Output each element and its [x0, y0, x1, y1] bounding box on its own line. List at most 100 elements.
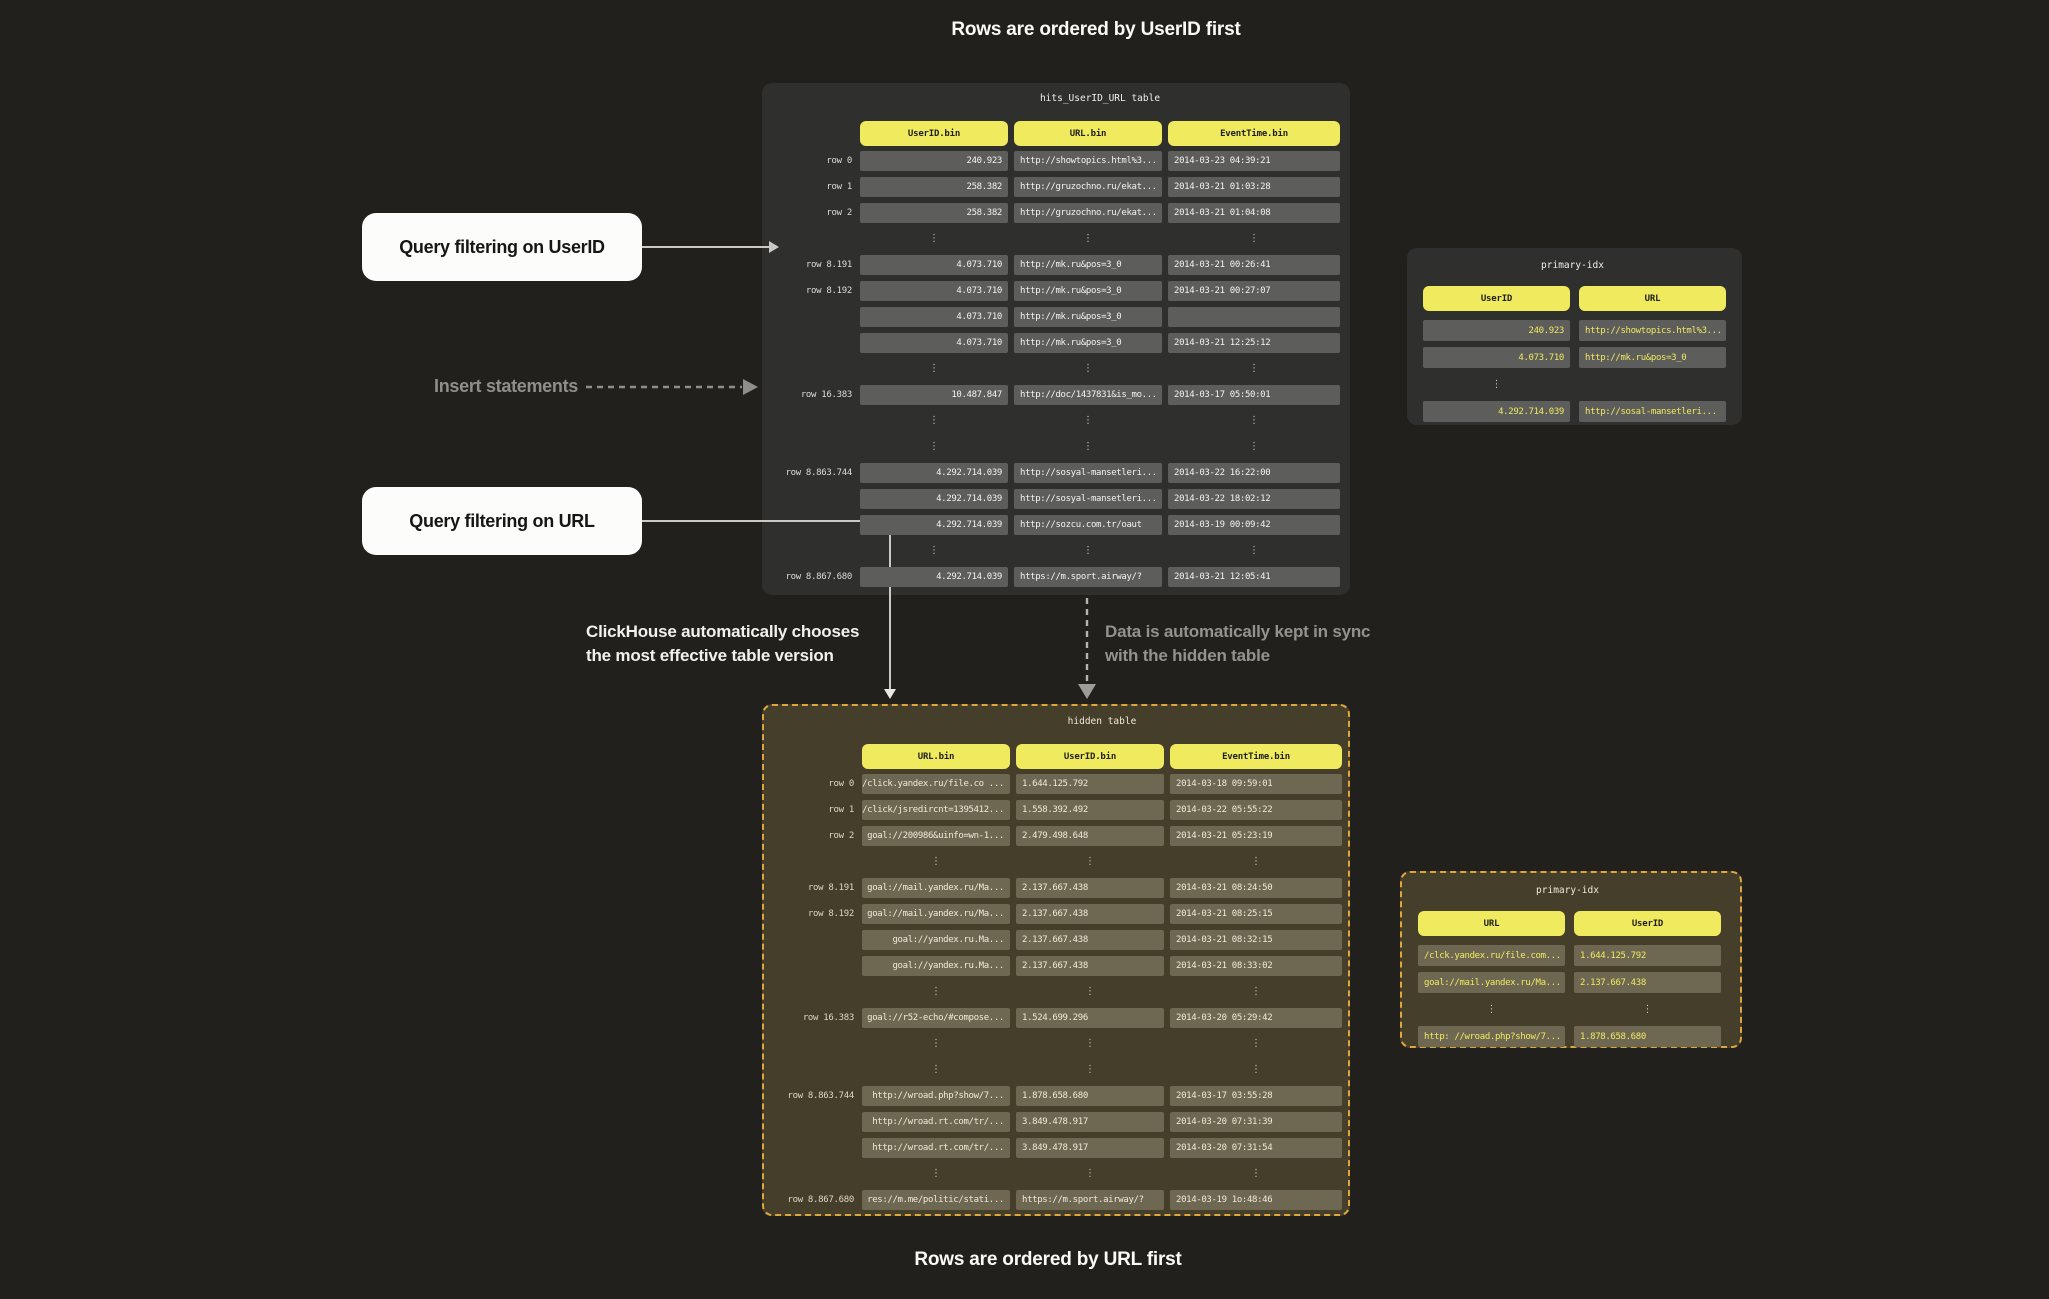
arrow-kept-in-sync: [1078, 598, 1096, 699]
row-label: row 1: [826, 182, 852, 192]
ellipsis: ⋮: [1085, 986, 1095, 997]
ellipsis: ⋮: [1642, 1004, 1653, 1015]
arrow-insert-statements: [586, 379, 758, 395]
table-cell: https://m.sport.airway/?: [1016, 1190, 1164, 1210]
table-cell: 2014-03-21 08:25:15: [1170, 904, 1342, 924]
table-cell: 2014-03-21 01:04:08: [1168, 203, 1340, 223]
table-cell: http://wroad.rt.com/tr/...: [862, 1138, 1010, 1158]
row-label: row 8.863.744: [787, 1091, 854, 1101]
ellipsis: ⋮: [929, 441, 939, 452]
table-cell: 2014-03-21 05:23:19: [1170, 826, 1342, 846]
table-cell: 2.137.667.438: [1574, 972, 1721, 993]
row-label: row 8.863.744: [785, 468, 852, 478]
column-header: UserID.bin: [860, 121, 1008, 146]
table-cell: 2014-03-22 16:22:00: [1168, 463, 1340, 483]
table-cell: http://sosyal-mansetleri...: [1014, 463, 1162, 483]
table-title: primary-idx: [1536, 885, 1599, 896]
ellipsis: ⋮: [1083, 233, 1093, 244]
table-cell: 4.292.714.039: [860, 463, 1008, 483]
table-cell: 2014-03-21 01:03:28: [1168, 177, 1340, 197]
row-label: row 0: [826, 156, 852, 166]
row-label: row 0: [828, 779, 854, 789]
table-cell: 4.292.714.039: [1423, 401, 1570, 422]
top-caption: Rows are ordered by UserID first: [951, 19, 1241, 40]
table-cell: /click.yandex.ru/file.co ...: [862, 774, 1010, 794]
table-cell: goal://mail.yandex.ru/Ma...: [862, 904, 1010, 924]
table-cell: http://mk.ru&pos=3_0: [1014, 307, 1162, 327]
table-cell: /click/jsredircnt=1395412...: [862, 800, 1010, 820]
ellipsis: ⋮: [1251, 986, 1261, 997]
ellipsis: ⋮: [1249, 363, 1259, 374]
ellipsis: ⋮: [1085, 1064, 1095, 1075]
table-title: hits_UserID_URL table: [1039, 93, 1161, 104]
table-cell: 4.073.710: [860, 255, 1008, 275]
table-cell: 240.923: [860, 151, 1008, 171]
table-cell: 1.644.125.792: [1574, 945, 1721, 966]
note-clickhouse-chooses: ClickHouse automatically chooses the mos…: [586, 620, 859, 668]
row-label: row 8.191: [805, 260, 852, 270]
table-cell: http://sosal-mansetleri...: [1579, 401, 1726, 422]
table-title: primary-idx: [1541, 260, 1604, 271]
table-cell: 2014-03-20 05:29:42: [1170, 1008, 1342, 1028]
table-cell: 4.073.710: [860, 333, 1008, 353]
callout-query-filtering-userid: Query filtering on UserID: [362, 213, 642, 281]
table-cell: 2014-03-21 12:05:41: [1168, 567, 1340, 587]
table-cell: 3.849.478.917: [1016, 1112, 1164, 1132]
table-cell: goal://mail.yandex.ru/Ma...: [862, 878, 1010, 898]
column-header: EventTime.bin: [1170, 744, 1342, 769]
table-cell: /clck.yandex.ru/file.com...: [1418, 945, 1565, 966]
ellipsis: ⋮: [929, 363, 939, 374]
table-cell: 1.878.658.680: [1574, 1026, 1721, 1047]
row-label: row 2: [828, 831, 854, 841]
table-cell: 2014-03-17 03:55:28: [1170, 1086, 1342, 1106]
table-cell: 4.292.714.039: [860, 515, 1008, 535]
callout-query-filtering-url-label: Query filtering on URL: [409, 510, 595, 531]
table-cell: http://sozcu.com.tr/oaut: [1014, 515, 1162, 535]
table-cell: 2014-03-18 09:59:01: [1170, 774, 1342, 794]
table-cell: 1.524.699.296: [1016, 1008, 1164, 1028]
table-cell: 2.137.667.438: [1016, 878, 1164, 898]
table-cell: 1.558.392.492: [1016, 800, 1164, 820]
ellipsis: ⋮: [1083, 441, 1093, 452]
table-cell: http://showtopics.html%3...: [1014, 151, 1162, 171]
ellipsis: ⋮: [1085, 856, 1095, 867]
arrow-query-userid: [642, 241, 779, 253]
table-cell: [1168, 307, 1340, 327]
table-cell: goal://yandex.ru.Ma...: [862, 930, 1010, 950]
table-cell: 258.382: [860, 177, 1008, 197]
column-header: URL: [1579, 286, 1726, 311]
ellipsis: ⋮: [1251, 1038, 1261, 1049]
table-cell: 2014-03-19 1o:48:46: [1170, 1190, 1342, 1210]
table-cell: 3.849.478.917: [1016, 1138, 1164, 1158]
table-cell: 4.292.714.039: [860, 567, 1008, 587]
ellipsis: ⋮: [931, 986, 941, 997]
note-chooses-line1: ClickHouse automatically chooses: [586, 622, 860, 641]
column-header: URL: [1418, 911, 1565, 936]
row-label: row 8.191: [807, 883, 854, 893]
ellipsis: ⋮: [1251, 1168, 1261, 1179]
table-cell: goal://r52-echo/#compose...: [862, 1008, 1010, 1028]
table-cell: 1.644.125.792: [1016, 774, 1164, 794]
ellipsis: ⋮: [1491, 379, 1502, 390]
table-cell: 2014-03-21 08:33:02: [1170, 956, 1342, 976]
column-header: URL.bin: [862, 744, 1010, 769]
table-cell: http://wroad.php?show/7...: [862, 1086, 1010, 1106]
table-cell: http://doc/1437831&is_mo...: [1014, 385, 1162, 405]
table-cell: http://gruzochno.ru/ekat...: [1014, 203, 1162, 223]
ellipsis: ⋮: [929, 233, 939, 244]
table-cell: https://m.sport.airway/?: [1014, 567, 1162, 587]
table-cell: 2014-03-21 08:32:15: [1170, 930, 1342, 950]
row-label: row 8.867.680: [787, 1195, 854, 1205]
row-label: row 8.192: [807, 909, 854, 919]
column-header: URL.bin: [1014, 121, 1162, 146]
table-title: hidden table: [1067, 716, 1137, 727]
ellipsis: ⋮: [1251, 1064, 1261, 1075]
note-kept-in-sync: Data is automatically kept in sync with …: [1105, 620, 1371, 668]
column-header: EventTime.bin: [1168, 121, 1340, 146]
table-cell: 2014-03-22 18:02:12: [1168, 489, 1340, 509]
table-cell: 2.137.667.438: [1016, 956, 1164, 976]
ellipsis: ⋮: [1486, 1004, 1497, 1015]
